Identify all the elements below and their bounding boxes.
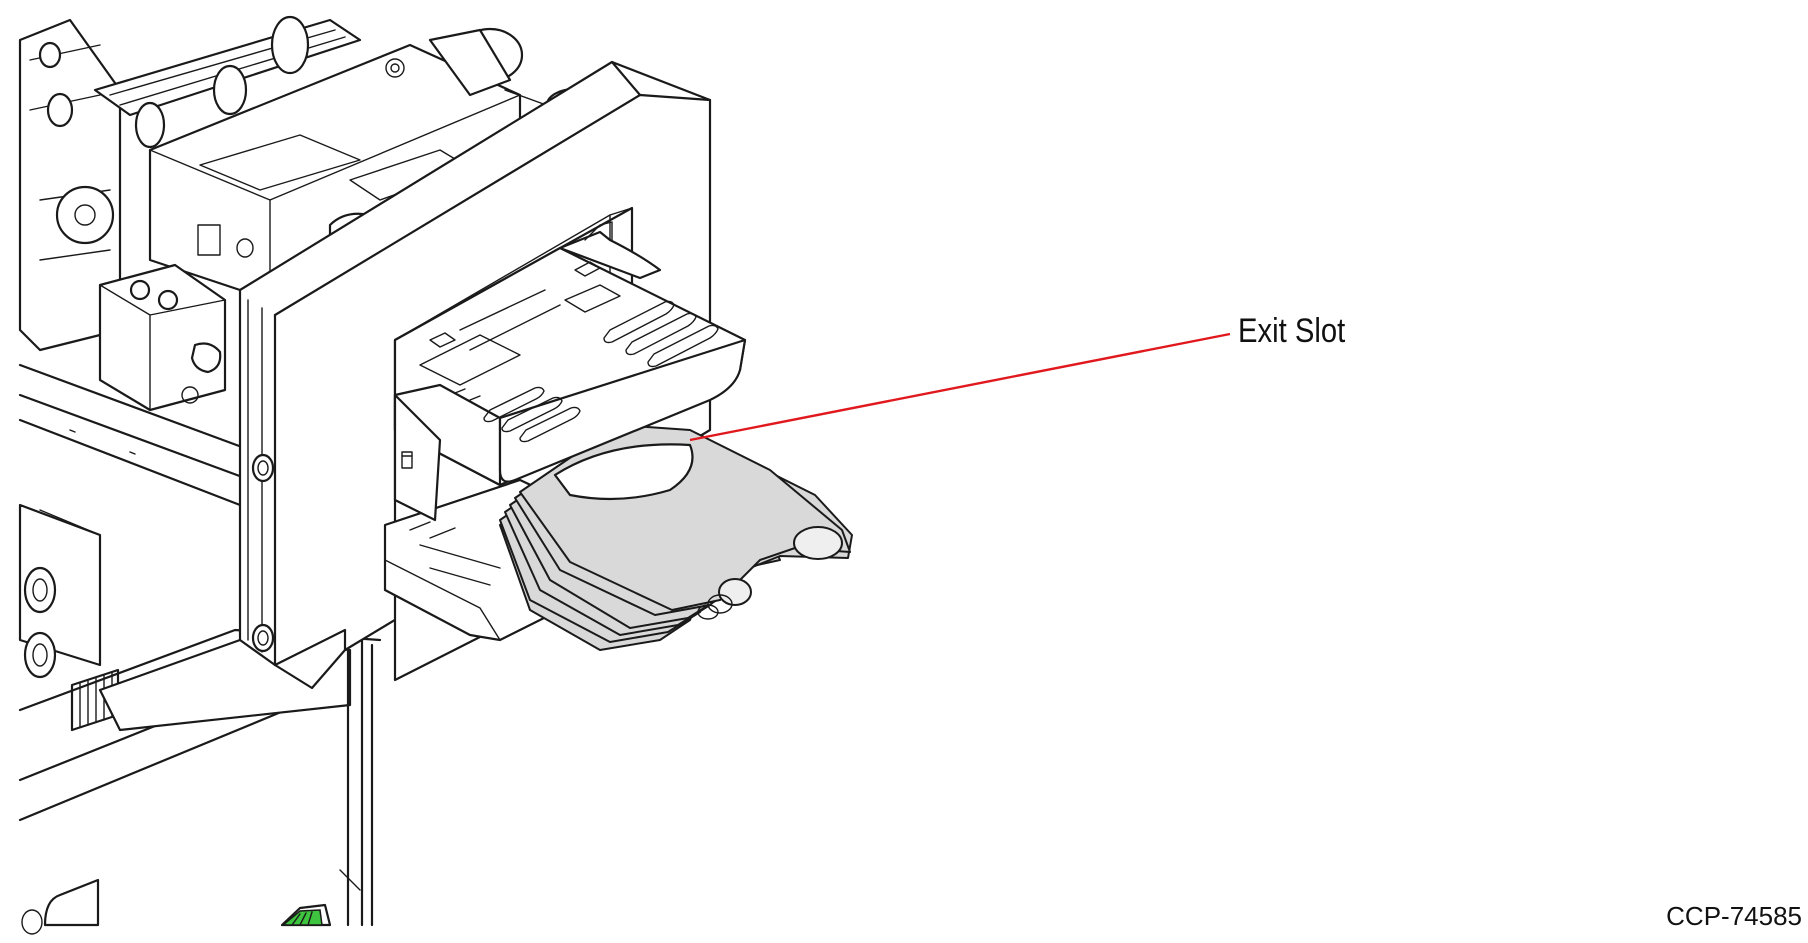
figure-id: CCP-74585 bbox=[1666, 901, 1802, 931]
green-connector bbox=[280, 909, 323, 926]
callout-leader-line bbox=[689, 332, 1231, 442]
upper-guide bbox=[393, 221, 747, 522]
paper-stack bbox=[499, 424, 853, 651]
guide-ribs bbox=[419, 261, 719, 443]
exit-slot-label: Exit Slot bbox=[1238, 312, 1346, 350]
